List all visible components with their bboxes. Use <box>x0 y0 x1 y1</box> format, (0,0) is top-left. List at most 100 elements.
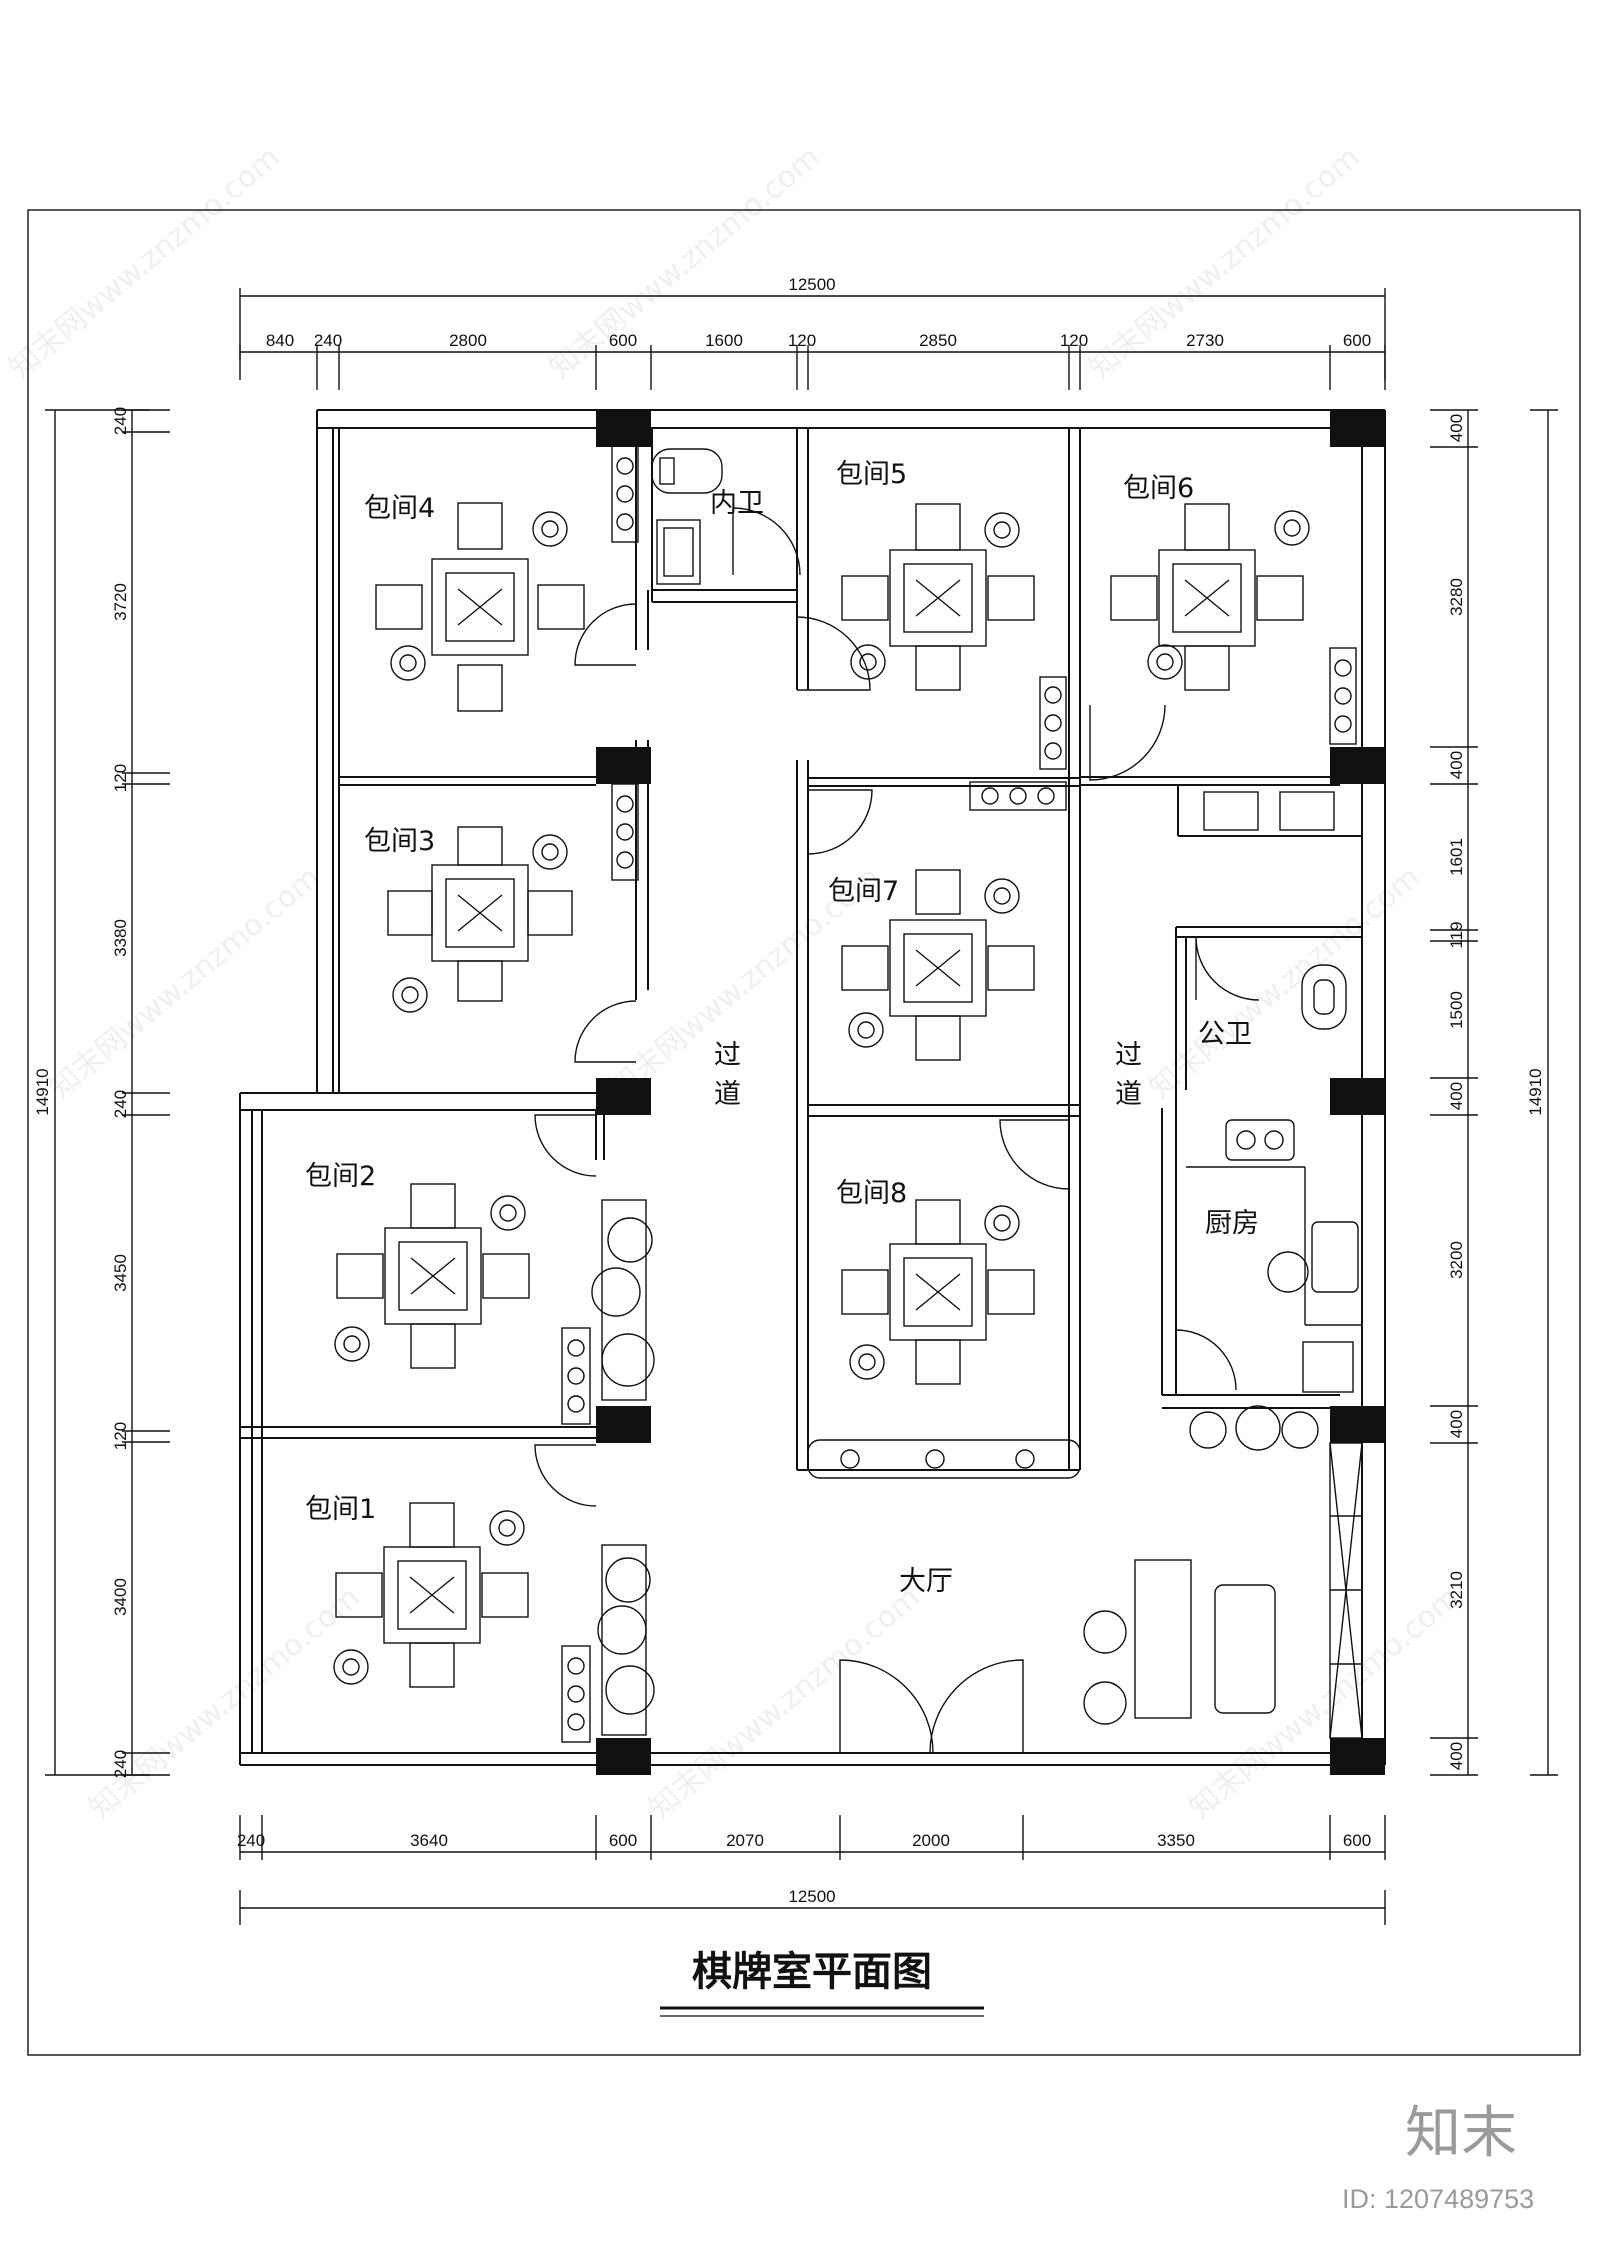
right-dim: 400 <box>1447 414 1466 442</box>
room-label-3: 包间3 <box>364 826 435 857</box>
room-label-2: 包间2 <box>305 1161 376 1192</box>
door-room3 <box>574 1000 637 1063</box>
room-label-5: 包间5 <box>836 459 907 490</box>
top-dim: 2800 <box>449 331 487 350</box>
drawing-title: 棋牌室平面图 <box>660 1949 984 2017</box>
table-room3 <box>387 826 573 1013</box>
right-dim: 400 <box>1447 751 1466 779</box>
stool <box>1083 1610 1127 1654</box>
doors <box>534 507 1260 1754</box>
right-dim: 1500 <box>1447 991 1466 1029</box>
top-dim: 2730 <box>1186 331 1224 350</box>
right-dim: 3200 <box>1447 1241 1466 1279</box>
image-id: ID: 1207489753 <box>1342 2184 1534 2214</box>
bottom-dim: 3350 <box>1157 1831 1195 1850</box>
door-room7 <box>807 789 873 855</box>
top-dim: 120 <box>1060 331 1088 350</box>
stove <box>1225 1119 1295 1161</box>
walls <box>239 409 1386 1766</box>
table-room5 <box>841 503 1035 691</box>
corridor-label: 过 <box>714 1040 741 1071</box>
bottom-dim: 600 <box>1343 1831 1371 1850</box>
right-dim: 400 <box>1447 1410 1466 1438</box>
right-dim: 400 <box>1447 1082 1466 1110</box>
left-dim: 120 <box>111 764 130 792</box>
room-label-7: 包间7 <box>828 876 899 907</box>
bottom-dim: 600 <box>609 1831 637 1850</box>
door-room5 <box>796 616 871 691</box>
room-label-inner-wc: 内卫 <box>710 488 764 519</box>
sheet-frame <box>27 209 1581 2056</box>
table-room4 <box>375 502 585 712</box>
top-dim: 600 <box>1343 331 1371 350</box>
room-label-hall: 大厅 <box>899 1566 953 1597</box>
room-label-1: 包间1 <box>305 1494 376 1525</box>
bottom-dim: 240 <box>237 1831 265 1850</box>
table-room6 <box>1110 503 1310 691</box>
left-dim: 120 <box>111 1422 130 1450</box>
door-room6 <box>1089 704 1166 781</box>
left-dim: 3400 <box>111 1578 130 1616</box>
bottom-dim: 2000 <box>912 1831 950 1850</box>
top-dim: 2850 <box>919 331 957 350</box>
table-room1 <box>333 1502 529 1688</box>
table-room8 <box>841 1199 1035 1385</box>
door-kitchen <box>1175 1329 1237 1391</box>
door-room8 <box>999 1119 1070 1190</box>
top-dim: 120 <box>788 331 816 350</box>
left-dim: 3450 <box>111 1254 130 1292</box>
corridor-label: 道 <box>1115 1079 1142 1110</box>
top-dim: 600 <box>609 331 637 350</box>
room-label-6: 包间6 <box>1123 473 1194 504</box>
brand-logo-text: 知末 <box>1405 2101 1517 2166</box>
kitchen-sink <box>1311 1221 1359 1293</box>
stool <box>1083 1681 1127 1725</box>
fridge <box>1302 1341 1354 1393</box>
right-dim: 400 <box>1447 1742 1466 1770</box>
left-dim: 240 <box>111 1750 130 1778</box>
table-room7 <box>841 869 1035 1061</box>
columns <box>596 410 1385 1775</box>
door-room4 <box>574 603 637 666</box>
left-dim: 240 <box>111 1090 130 1118</box>
right-dim: 119 <box>1447 921 1466 948</box>
plants <box>591 1199 1319 1736</box>
left-dim: 3720 <box>111 583 130 621</box>
watermark-text: 知末网www.znzmo.com <box>1183 1580 1467 1826</box>
top-dim: 240 <box>314 331 342 350</box>
fixtures <box>651 448 1359 1725</box>
overall-width-bottom: 12500 <box>788 1887 835 1906</box>
corridor-label: 过 <box>1115 1040 1142 1071</box>
overall-height-left: 14910 <box>33 1068 52 1115</box>
dimension-lines <box>45 288 1558 1925</box>
bottom-dim: 3640 <box>410 1831 448 1850</box>
toilet-public <box>1301 964 1347 1030</box>
top-dim: 1600 <box>705 331 743 350</box>
watermark-text: 知末网www.znzmo.com <box>43 860 327 1106</box>
overall-height-right: 14910 <box>1526 1068 1545 1115</box>
door-main-right <box>929 1659 1024 1754</box>
watermark-layer: 知末网www.znzmo.com 知末网www.znzmo.com 知末网www… <box>3 140 1467 1826</box>
right-dim: 3280 <box>1447 578 1466 616</box>
top-dim: 840 <box>266 331 294 350</box>
room-label-kitchen: 厨房 <box>1205 1208 1259 1239</box>
room-labels: 包间4 包间5 包间6 内卫 包间3 包间7 过 道 过 道 公卫 包间2 包间… <box>305 459 1259 1597</box>
corridor-label: 道 <box>714 1079 741 1110</box>
dimension-labels: 12500 12500 14910 14910 840 240 2800 600… <box>33 275 1545 1906</box>
door-room1 <box>534 1444 597 1507</box>
overall-width-top: 12500 <box>788 275 835 294</box>
plan-title: 棋牌室平面图 <box>692 1949 932 1995</box>
toilet-inner <box>651 448 723 494</box>
door-public-wc <box>1195 936 1260 1001</box>
watermark-text: 知末网www.znzmo.com <box>3 140 287 386</box>
right-dim: 1601 <box>1447 838 1466 876</box>
door-main-left <box>839 1659 934 1754</box>
room-label-8: 包间8 <box>836 1178 907 1209</box>
watermark-text: 知末网www.znzmo.com <box>643 1580 927 1826</box>
right-dim: 3210 <box>1447 1571 1466 1609</box>
cook-figure <box>1267 1251 1309 1293</box>
door-room2 <box>534 1114 597 1177</box>
room-label-4: 包间4 <box>364 493 435 524</box>
sideboards <box>561 445 1357 1743</box>
